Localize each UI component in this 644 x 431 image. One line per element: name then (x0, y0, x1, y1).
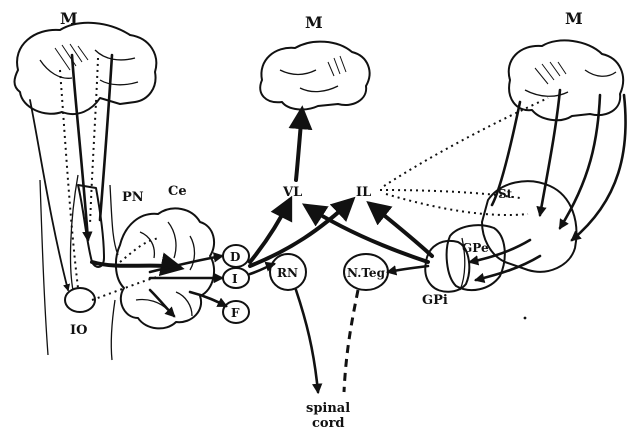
right-cortex (509, 40, 623, 120)
path-rn-spinal (296, 290, 318, 392)
path-vl-cortex (296, 110, 302, 180)
label-ce: Ce (168, 184, 187, 199)
label-cord: cord (312, 416, 345, 431)
path-cortex-pontine (72, 55, 88, 240)
path-d-il (250, 200, 352, 266)
label-i: I (232, 272, 238, 286)
label-gpi: GPi (422, 293, 448, 308)
path-nteg-spinal (344, 290, 358, 392)
left-cortex (15, 23, 157, 114)
label-gpe: GPe (462, 241, 489, 255)
label-m-left: M (60, 9, 78, 28)
path-cortex-io (30, 100, 68, 290)
path-ce-lower (150, 290, 174, 316)
path-ce-f (190, 292, 226, 306)
center-cortex (260, 42, 369, 110)
label-il: IL (356, 185, 371, 200)
label-m-right: M (565, 9, 583, 28)
path-cortex-ticked-1 (90, 58, 98, 225)
label-spinal: spinal (306, 401, 350, 416)
label-io: IO (70, 323, 87, 338)
path-il-cortex-ticked (384, 98, 548, 186)
label-st: St (498, 187, 513, 201)
label-rn: RN (277, 266, 298, 280)
label-m-center: M (305, 13, 323, 32)
label-pn: PN (122, 190, 144, 205)
label-vl: VL (282, 185, 302, 200)
stray-dot (524, 317, 527, 320)
nucleus-io (65, 288, 95, 312)
path-gpi-il (370, 204, 432, 256)
label-nteg: N.Teg (347, 266, 386, 280)
path-io-cerebellum-ticked (92, 276, 160, 300)
path-gpi-nteg (388, 266, 428, 272)
path-cortex-st-1 (540, 90, 560, 215)
label-f: F (231, 306, 240, 320)
path-d-vl (250, 200, 290, 262)
label-d: D (230, 250, 240, 264)
